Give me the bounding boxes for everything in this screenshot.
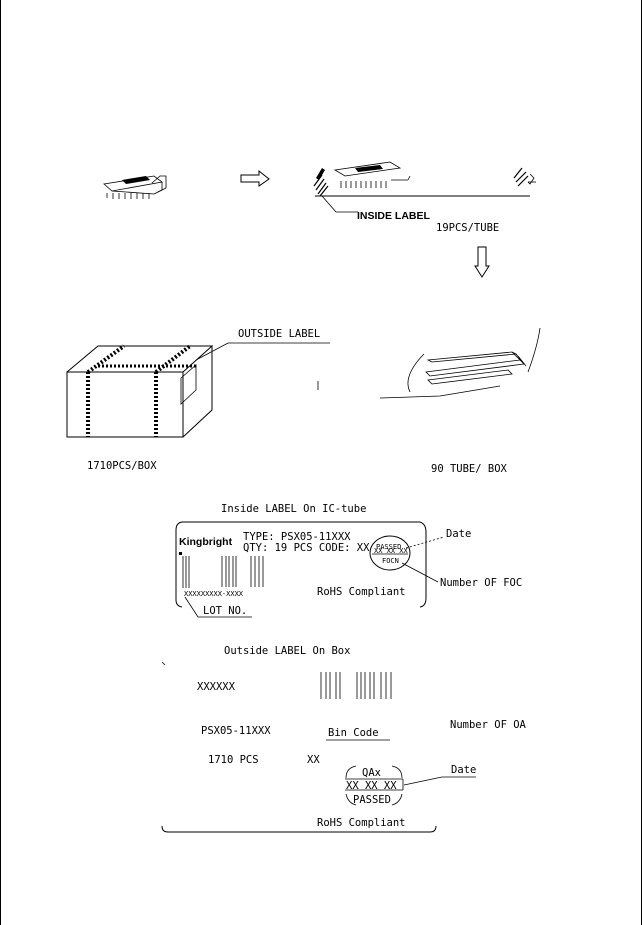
inside-card-heading: Inside LABEL On IC-tube [221, 503, 366, 515]
inside-seal-top: PASSED [376, 543, 401, 551]
right-arrow-icon [240, 169, 270, 187]
oa-callout: Number OF OA [450, 719, 527, 731]
down-arrow-icon [474, 246, 490, 278]
inside-date-leader [405, 536, 445, 549]
outside-part-number: PSX05-11XXX [201, 725, 271, 737]
outside-rohs-text: RoHS Compliant [317, 817, 406, 829]
inside-date-callout: Date [446, 528, 471, 540]
outside-qty: 1710 PCS [208, 754, 259, 766]
outside-card-bottom-edge [161, 825, 437, 833]
foc-callout: Number OF FOC [440, 577, 522, 589]
barcode-middle [221, 556, 237, 587]
bin-code-caption: Bin Code [328, 727, 379, 739]
inside-seal-mid: XX XX XX [374, 547, 409, 555]
lot-no-leader [184, 596, 252, 618]
outside-card-heading: Outside LABEL On Box [224, 645, 350, 657]
outside-code: XXXXXX [197, 681, 236, 693]
inside-label-caption: INSIDE LABEL [357, 210, 431, 222]
outside-date-callout: Date [451, 764, 476, 776]
pcs-per-box-caption: 1710PCS/BOX [87, 460, 157, 472]
outside-label-caption: OUTSIDE LABEL [238, 328, 320, 340]
inside-qc-seal [369, 535, 411, 571]
pcs-per-tube-caption: 19PCS/TUBE [436, 222, 499, 234]
inside-seal-bottom: FOCN [382, 557, 399, 565]
type-line: TYPE: PSX05-11XXX [243, 531, 351, 543]
card-corner-mark [161, 661, 166, 666]
outside-seal-mid: XX XX XX [346, 780, 397, 792]
outside-qc-seal [345, 765, 404, 806]
brand-dot [179, 552, 182, 555]
brand-name: Kingbright [179, 536, 233, 548]
inside-label-card [175, 521, 427, 608]
outside-seal-bottom: PASSED [353, 794, 391, 806]
tubes-in-box [379, 327, 541, 399]
outside-barcode [320, 672, 392, 699]
ic-tube [313, 161, 536, 213]
barcode-right [250, 556, 264, 587]
shipping-box [66, 342, 330, 438]
outside-date-leader [403, 776, 443, 786]
foc-leader [401, 562, 439, 583]
lot-no-caption: LOT NO. [203, 605, 247, 617]
single-ic-part [103, 175, 167, 199]
outside-qty-code: XX [307, 754, 320, 766]
tubes-per-box-caption: 90 TUBE/ BOX [431, 463, 508, 475]
serial-number: XXXXXXXXX-XXXX [184, 590, 244, 598]
barcode-left [182, 556, 190, 588]
outside-seal-top: QAx [362, 767, 381, 779]
inside-rohs-text: RoHS Compliant [317, 586, 406, 598]
qty-line: QTY: 19 PCS CODE: XX [243, 542, 370, 554]
